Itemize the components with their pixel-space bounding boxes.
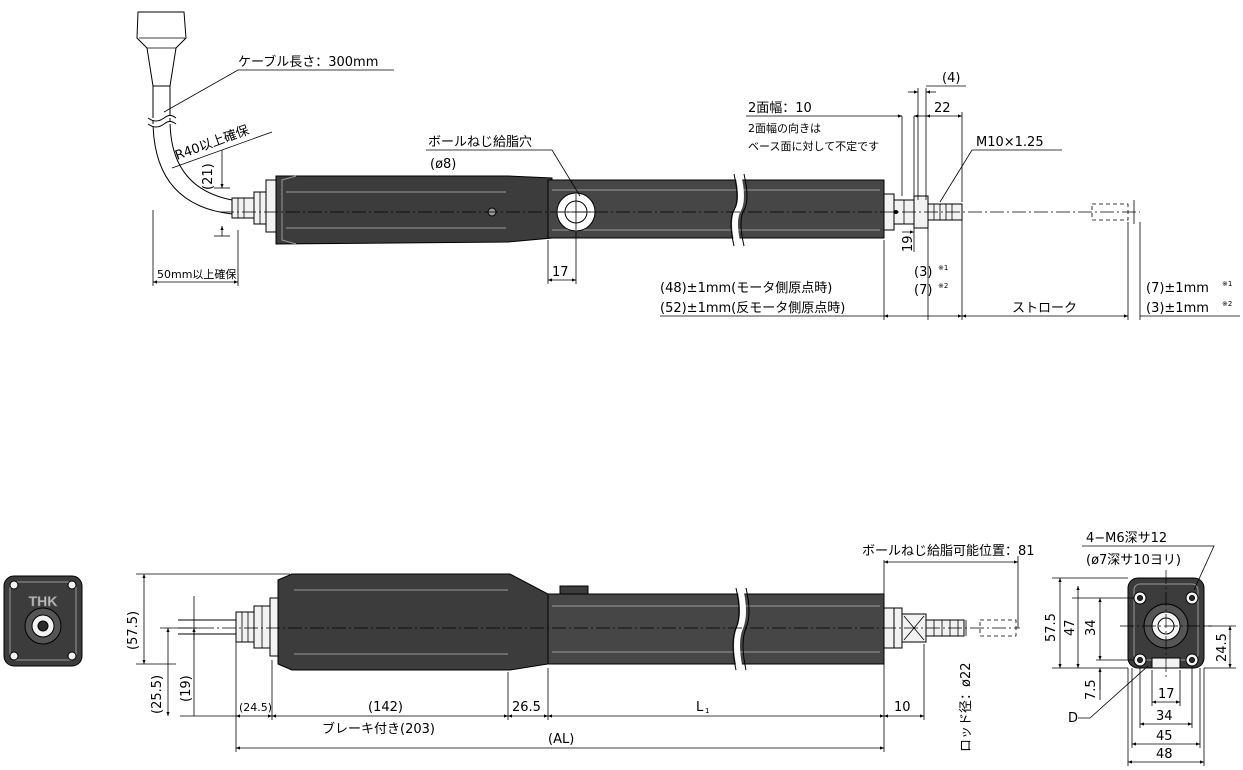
dim-21-label: (21) [201,163,216,190]
dim-34-v-label: 34 [1084,619,1099,636]
side-view: (57.5) (25.5) (19) (24.5) (142) ブレーキ付き(2… [126,544,1035,752]
front-view: THK [3,575,83,667]
dim-26-5-label: 26.5 [512,700,541,715]
dim-45-label: 45 [1156,729,1173,744]
dim-10-label: 10 [894,700,911,715]
cable-length-label: ケーブル長さ：300mm [238,54,378,70]
dim-48-label: 48 [1156,747,1173,762]
rod-diameter-label: ロッド径：ø22 [959,663,974,753]
thread-label: M10×1.25 [976,135,1044,150]
waf-note-line2: ベース面に対して不定です [748,139,879,153]
note-mark-2b: ※2 [1222,300,1232,308]
l1-subscript: 1 [705,707,709,715]
cable-gland [231,197,255,219]
brake-label: ブレーキ付き(203) [322,721,435,737]
dim-19-label: 19 [901,235,916,252]
grease-position-label: ボールねじ給脂可能位置：81 [862,544,1035,559]
dim-24-5-end-label: 24.5 [1215,633,1230,662]
side-rod-tube [547,593,885,665]
rod-tube [547,179,885,239]
origin-motor-label: (48)±1mm(モータ側原点時) [660,281,832,296]
al-label: (AL) [548,732,574,747]
top-view: ケーブル長さ：300mm R40以上確保 (21) 50mm以上確保 ボールねじ… [136,11,1240,320]
l1-label: L [696,700,704,715]
tap-label: 4−M6深サ12 [1086,531,1167,546]
dim-142-label: (142) [368,700,403,715]
grease-hole-diameter: (ø8) [430,157,456,172]
dim-19-label-side: (19) [179,675,194,702]
dim-17-label: 17 [552,265,569,280]
dim-4-label: (4) [942,71,960,86]
grease-hole-title: ボールねじ給脂穴 [428,135,532,150]
dim-3-right-label: (3)±1mm [1146,301,1209,316]
width-across-flats-label: 2面幅：10 [748,101,812,116]
tap-sub-label: (ø7深サ10ヨリ) [1086,553,1181,568]
d-label: D [1068,711,1078,726]
dim-17-end-label: 17 [1158,687,1175,702]
bend-radius-label: R40以上確保 [173,122,251,164]
note-mark-2a: ※2 [938,282,948,290]
brand-logo: THK [29,593,58,609]
dim-47-label: 47 [1063,619,1078,636]
dim-7-right-label: (7)±1mm [1146,281,1209,296]
motor-housing [275,175,553,245]
cable-connector [136,11,187,87]
dim-24-5-label: (24.5) [239,701,272,714]
origin-reverse-label: (52)±1mm(反モータ側原点時) [660,301,845,316]
waf-note-line1: 2面幅の向きは [748,121,821,135]
dim-57-5-end-label: 57.5 [1044,613,1059,642]
dim-25-5-label: (25.5) [150,675,165,714]
dim-34-h-label: 34 [1156,709,1173,724]
note-mark-1a: ※1 [938,264,948,272]
cable [152,86,233,215]
stroke-label: ストローク [1012,301,1077,316]
dim-7-5-label: 7.5 [1084,679,1099,700]
dim-3-left-label: (3) [914,265,932,280]
dim-57-5-label: (57.5) [126,611,141,650]
side-motor-housing [277,573,549,671]
dim-7-left-label: (7) [914,283,932,298]
clearance-label: 50mm以上確保 [157,267,236,281]
note-mark-1b: ※1 [1222,280,1232,288]
dim-22-label: 22 [934,101,951,116]
end-view: 4−M6深サ12 (ø7深サ10ヨリ) 57.5 47 34 24.5 7.5 … [1044,531,1236,766]
